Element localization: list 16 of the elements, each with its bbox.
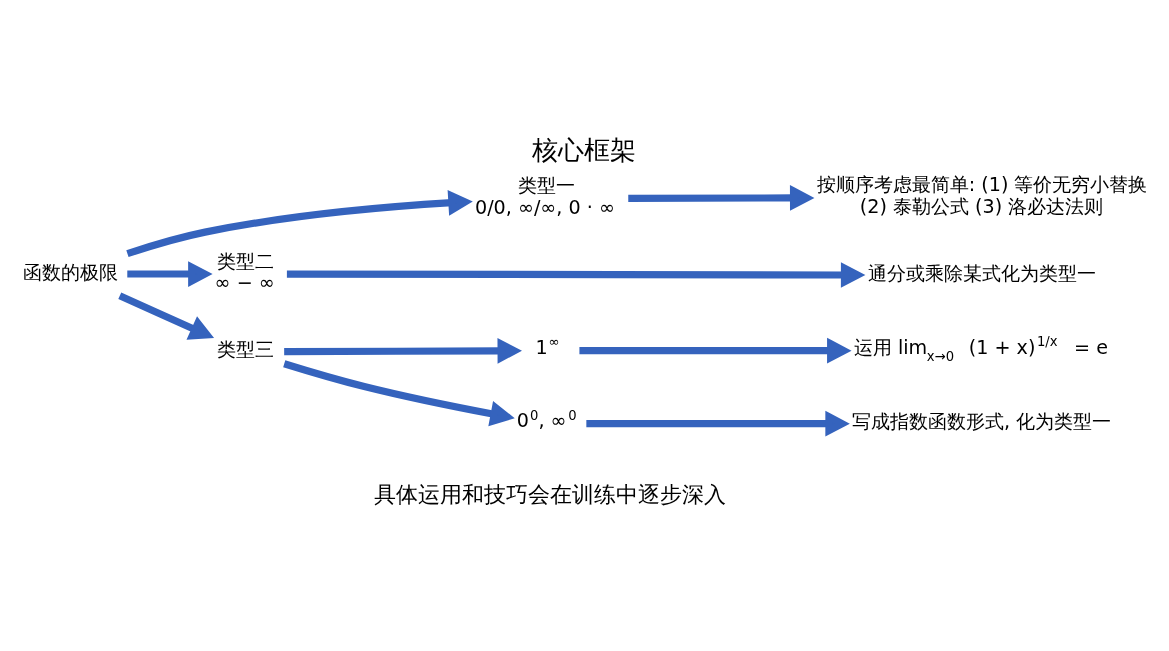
node-text: 按顺序考虑最简单: (1) 等价无穷小替换 (2) 泰勒公式 (3) 洛必达法则 <box>816 173 1148 218</box>
node-text: 函数的极限 <box>23 260 119 284</box>
node-text: 通分或乘除某式化为类型一 <box>867 261 1096 285</box>
node-text: 运用 lim$_{x→0}$ (1 + x)$^{1/x}$ = e <box>853 334 1108 365</box>
node-text: 类型三 <box>217 338 275 362</box>
node-text: 类型一 0/0, ∞/∞, 0 · ∞ <box>474 174 615 219</box>
arrow <box>283 360 515 427</box>
node-text: 类型二 ∞ − ∞ <box>214 249 275 295</box>
node-text: 0$^{0}$, ∞$^{0}$ <box>516 407 577 432</box>
node-text: 写成指数函数形式, 化为类型一 <box>852 410 1112 434</box>
diagram-title: 核心框架 <box>531 134 636 165</box>
node-text: 1$^{∞}$ <box>535 334 560 359</box>
arrow <box>118 292 215 340</box>
arrow <box>286 262 866 288</box>
caption: 具体运用和技巧会在训练中逐步深入 <box>373 481 726 507</box>
arrow <box>126 190 473 258</box>
